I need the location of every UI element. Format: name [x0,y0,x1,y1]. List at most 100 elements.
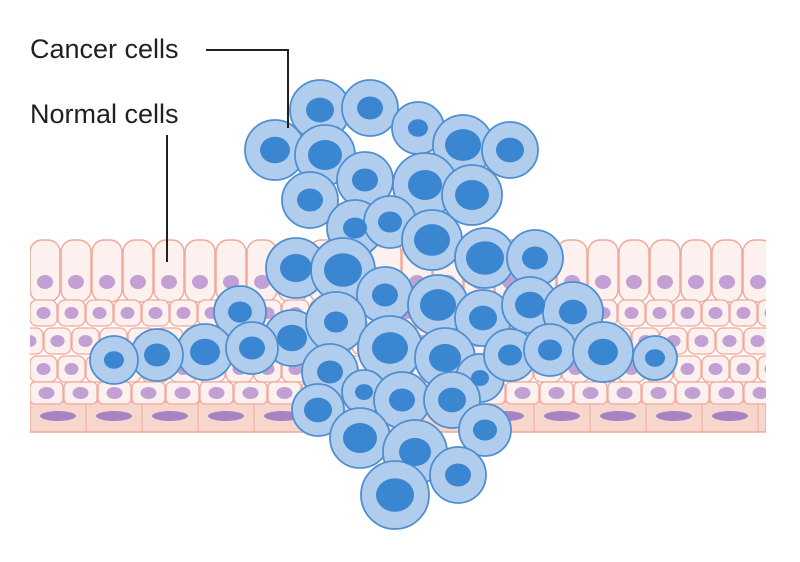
normal-nucleus [208,387,225,399]
left-trim [0,230,30,440]
normal-nucleus [36,307,51,319]
normal-nucleus [92,307,107,319]
right-trim [766,230,800,440]
cancer-nucleus [144,343,170,367]
cancer-nucleus [355,384,373,400]
normal-nucleus [657,275,673,289]
normal-cell [649,239,681,303]
cancer-nucleus [324,253,362,287]
normal-cell [711,239,743,303]
normal-nucleus [120,307,135,319]
normal-nucleus [548,387,565,399]
normal-nucleus [595,275,611,289]
normal-cell [60,239,92,303]
cancer-nucleus [306,97,334,123]
cancer-nucleus [308,140,342,170]
normal-nucleus [624,307,639,319]
cancer-nucleus [473,419,497,441]
cancer-nucleus [466,241,504,275]
normal-nucleus [708,363,723,375]
normal-nucleus [242,387,259,399]
cancer-nucleus [190,338,220,366]
cancer-nucleus [277,324,307,352]
cancer-nucleus [260,136,290,164]
cancer-nucleus [496,137,524,163]
cancer-nucleus [498,344,522,366]
cancer-nucleus [343,217,367,239]
basal-nucleus [152,411,188,421]
basal-nucleus [712,411,748,421]
normal-cells-label: Normal cells [30,99,179,129]
cancer-cells-label: Cancer cells [30,34,179,64]
cancer-nucleus [239,336,265,360]
cancer-nucleus [414,224,450,256]
cancer-nucleus [324,311,348,333]
normal-nucleus [680,307,695,319]
normal-nucleus [736,363,751,375]
normal-nucleus [582,387,599,399]
normal-nucleus [106,387,123,399]
cancer-nucleus [455,180,489,210]
normal-nucleus [752,387,769,399]
cancer-nucleus [420,289,456,321]
cancer-nucleus [445,129,481,161]
cancer-nucleus [522,246,548,270]
basal-nucleus [208,411,244,421]
cancer-nucleus [438,387,466,413]
normal-nucleus [72,387,89,399]
cancer-nucleus [280,253,312,283]
normal-nucleus [684,387,701,399]
cancer-nucleus [645,349,665,367]
normal-nucleus [680,363,695,375]
basal-nucleus [264,411,300,421]
cancer-nucleus [352,168,378,192]
normal-nucleus [708,307,723,319]
normal-nucleus [174,387,191,399]
normal-nucleus [176,307,191,319]
cancer-nucleus [559,299,587,325]
normal-nucleus [750,275,766,289]
cancer-nucleus [297,188,323,212]
cancer-nucleus [399,437,431,467]
normal-nucleus [140,387,157,399]
normal-nucleus [37,275,53,289]
normal-nucleus [50,335,65,347]
cancer-nucleus [471,370,489,386]
normal-nucleus [750,335,765,347]
cancer-nucleus [588,338,618,366]
normal-nucleus [254,275,270,289]
normal-nucleus [616,387,633,399]
cancer-nucleus [429,343,461,373]
normal-nucleus [514,387,531,399]
normal-nucleus [719,275,735,289]
normal-nucleus [276,387,293,399]
normal-nucleus [64,363,79,375]
normal-nucleus [192,275,208,289]
normal-nucleus [36,363,51,375]
normal-nucleus [78,335,93,347]
cancer-cell-mass [89,79,678,530]
cancer-nucleus [376,478,414,512]
leader-lines [166,49,289,262]
cancer-nucleus [372,332,408,364]
normal-nucleus [223,275,239,289]
normal-nucleus [650,387,667,399]
basal-nucleus [656,411,692,421]
normal-nucleus [688,275,704,289]
cancer-nucleus [408,119,428,137]
cancer-nucleus [378,211,402,233]
normal-nucleus [652,307,667,319]
normal-cell [29,239,61,303]
normal-nucleus [148,307,163,319]
normal-nucleus [68,275,84,289]
normal-nucleus [130,275,146,289]
cancer-nucleus [228,301,252,323]
cancer-nucleus [389,388,415,412]
cancer-nucleus [304,397,332,423]
normal-nucleus [736,307,751,319]
normal-cell [91,239,123,303]
cancer-nucleus [408,170,442,200]
normal-nucleus [99,275,115,289]
cancer-nucleus [469,305,497,331]
